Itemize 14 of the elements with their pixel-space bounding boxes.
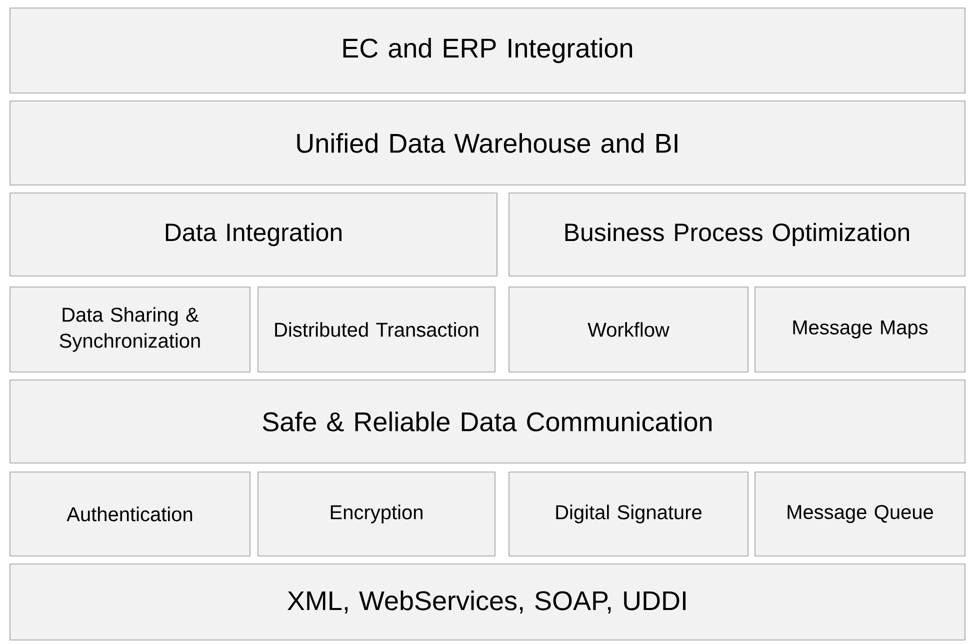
layer-box: Data Integration [10, 192, 498, 276]
layer-box: EC and ERP Integration [10, 8, 966, 94]
layer-box: Message Maps [754, 286, 966, 372]
layer-box: Authentication [10, 472, 250, 556]
layer-box: XML, WebServices, SOAP, UDDI [10, 564, 966, 640]
layer-box: Digital Signature [508, 472, 748, 556]
layer-box: Message Queue [754, 472, 966, 556]
layer-box: Safe & Reliable Data Communication [10, 380, 966, 464]
layer-box: Unified Data Warehouse and BI [10, 100, 966, 186]
layer-box: Encryption [258, 472, 496, 556]
layer-box: Data Sharing & Synchronization [10, 286, 250, 372]
layer-box: Distributed Transaction [258, 286, 496, 372]
layer-box: Workflow [508, 286, 748, 372]
layer-box: Business Process Optimization [508, 192, 966, 276]
